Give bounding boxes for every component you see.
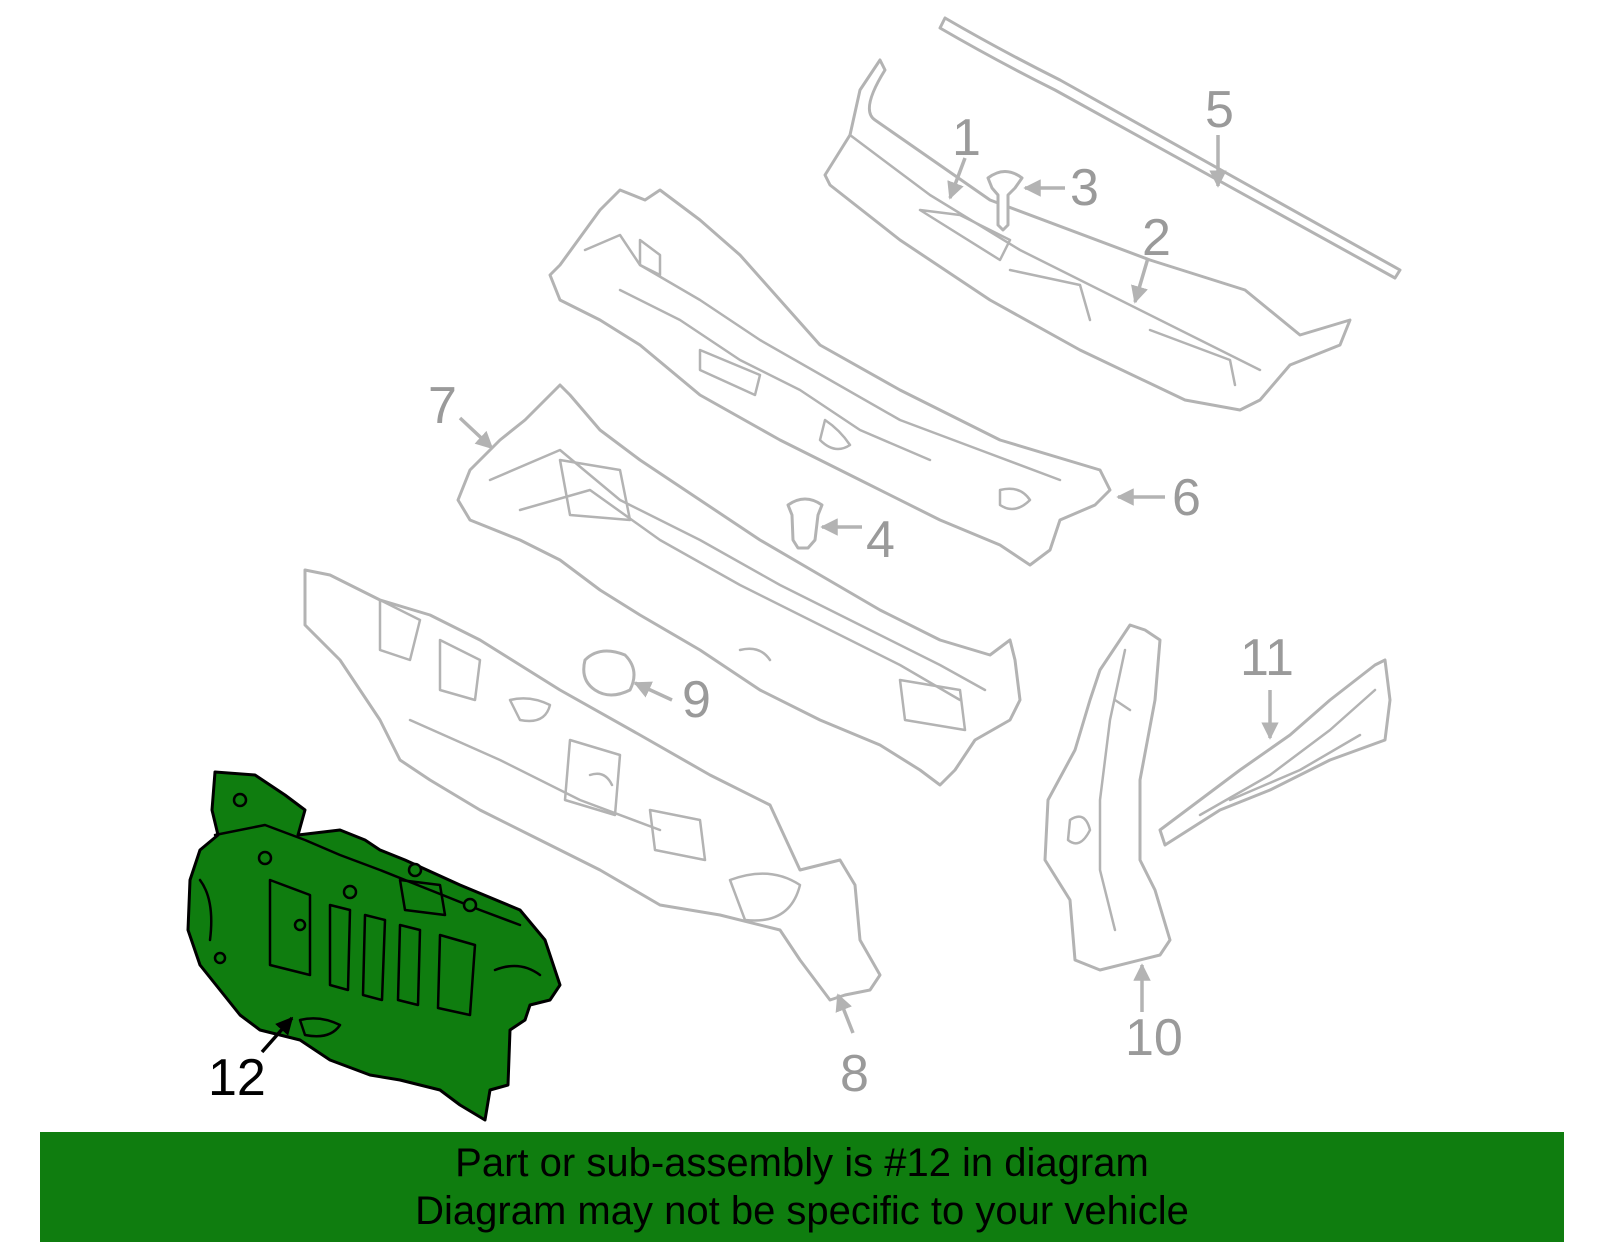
part-9-plug[interactable] xyxy=(582,649,636,697)
callout-7: 7 xyxy=(428,377,457,435)
part-3-clip[interactable] xyxy=(986,170,1024,232)
callout-9: 9 xyxy=(682,671,711,729)
leader-lines xyxy=(260,135,1279,1054)
callout-12: 12 xyxy=(208,1049,266,1107)
callout-5: 5 xyxy=(1205,81,1234,139)
banner-line-1: Part or sub-assembly is #12 in diagram xyxy=(455,1141,1149,1185)
callout-6: 6 xyxy=(1172,469,1201,527)
leader-8 xyxy=(835,993,855,1034)
banner-line-2: Diagram may not be specific to your vehi… xyxy=(415,1189,1189,1233)
part-10-pillar-inner[interactable] xyxy=(1043,623,1172,972)
callout-11: 11 xyxy=(1240,629,1294,687)
leader-9 xyxy=(633,681,673,702)
callout-4: 4 xyxy=(866,511,895,569)
part-7-cowl-lower-panel[interactable] xyxy=(456,383,1022,787)
part-4-grommet[interactable] xyxy=(786,497,824,550)
callout-8: 8 xyxy=(840,1045,869,1103)
part-11-side-reinforcement[interactable] xyxy=(1158,658,1392,847)
part-5-weatherstrip[interactable] xyxy=(938,16,1402,280)
callout-10: 10 xyxy=(1125,1009,1183,1067)
leader-2 xyxy=(1131,257,1150,304)
part-1-cowl-panel[interactable] xyxy=(823,58,1352,412)
callout-2: 2 xyxy=(1142,209,1171,267)
callout-3: 3 xyxy=(1070,159,1099,217)
leader-12 xyxy=(260,1016,294,1054)
part-6-cowl-reinforcement[interactable] xyxy=(548,188,1112,567)
info-banner: Part or sub-assembly is #12 in diagram D… xyxy=(40,1132,1564,1242)
leader-1 xyxy=(947,157,967,200)
callout-1: 1 xyxy=(952,109,981,167)
leader-7 xyxy=(458,416,494,450)
